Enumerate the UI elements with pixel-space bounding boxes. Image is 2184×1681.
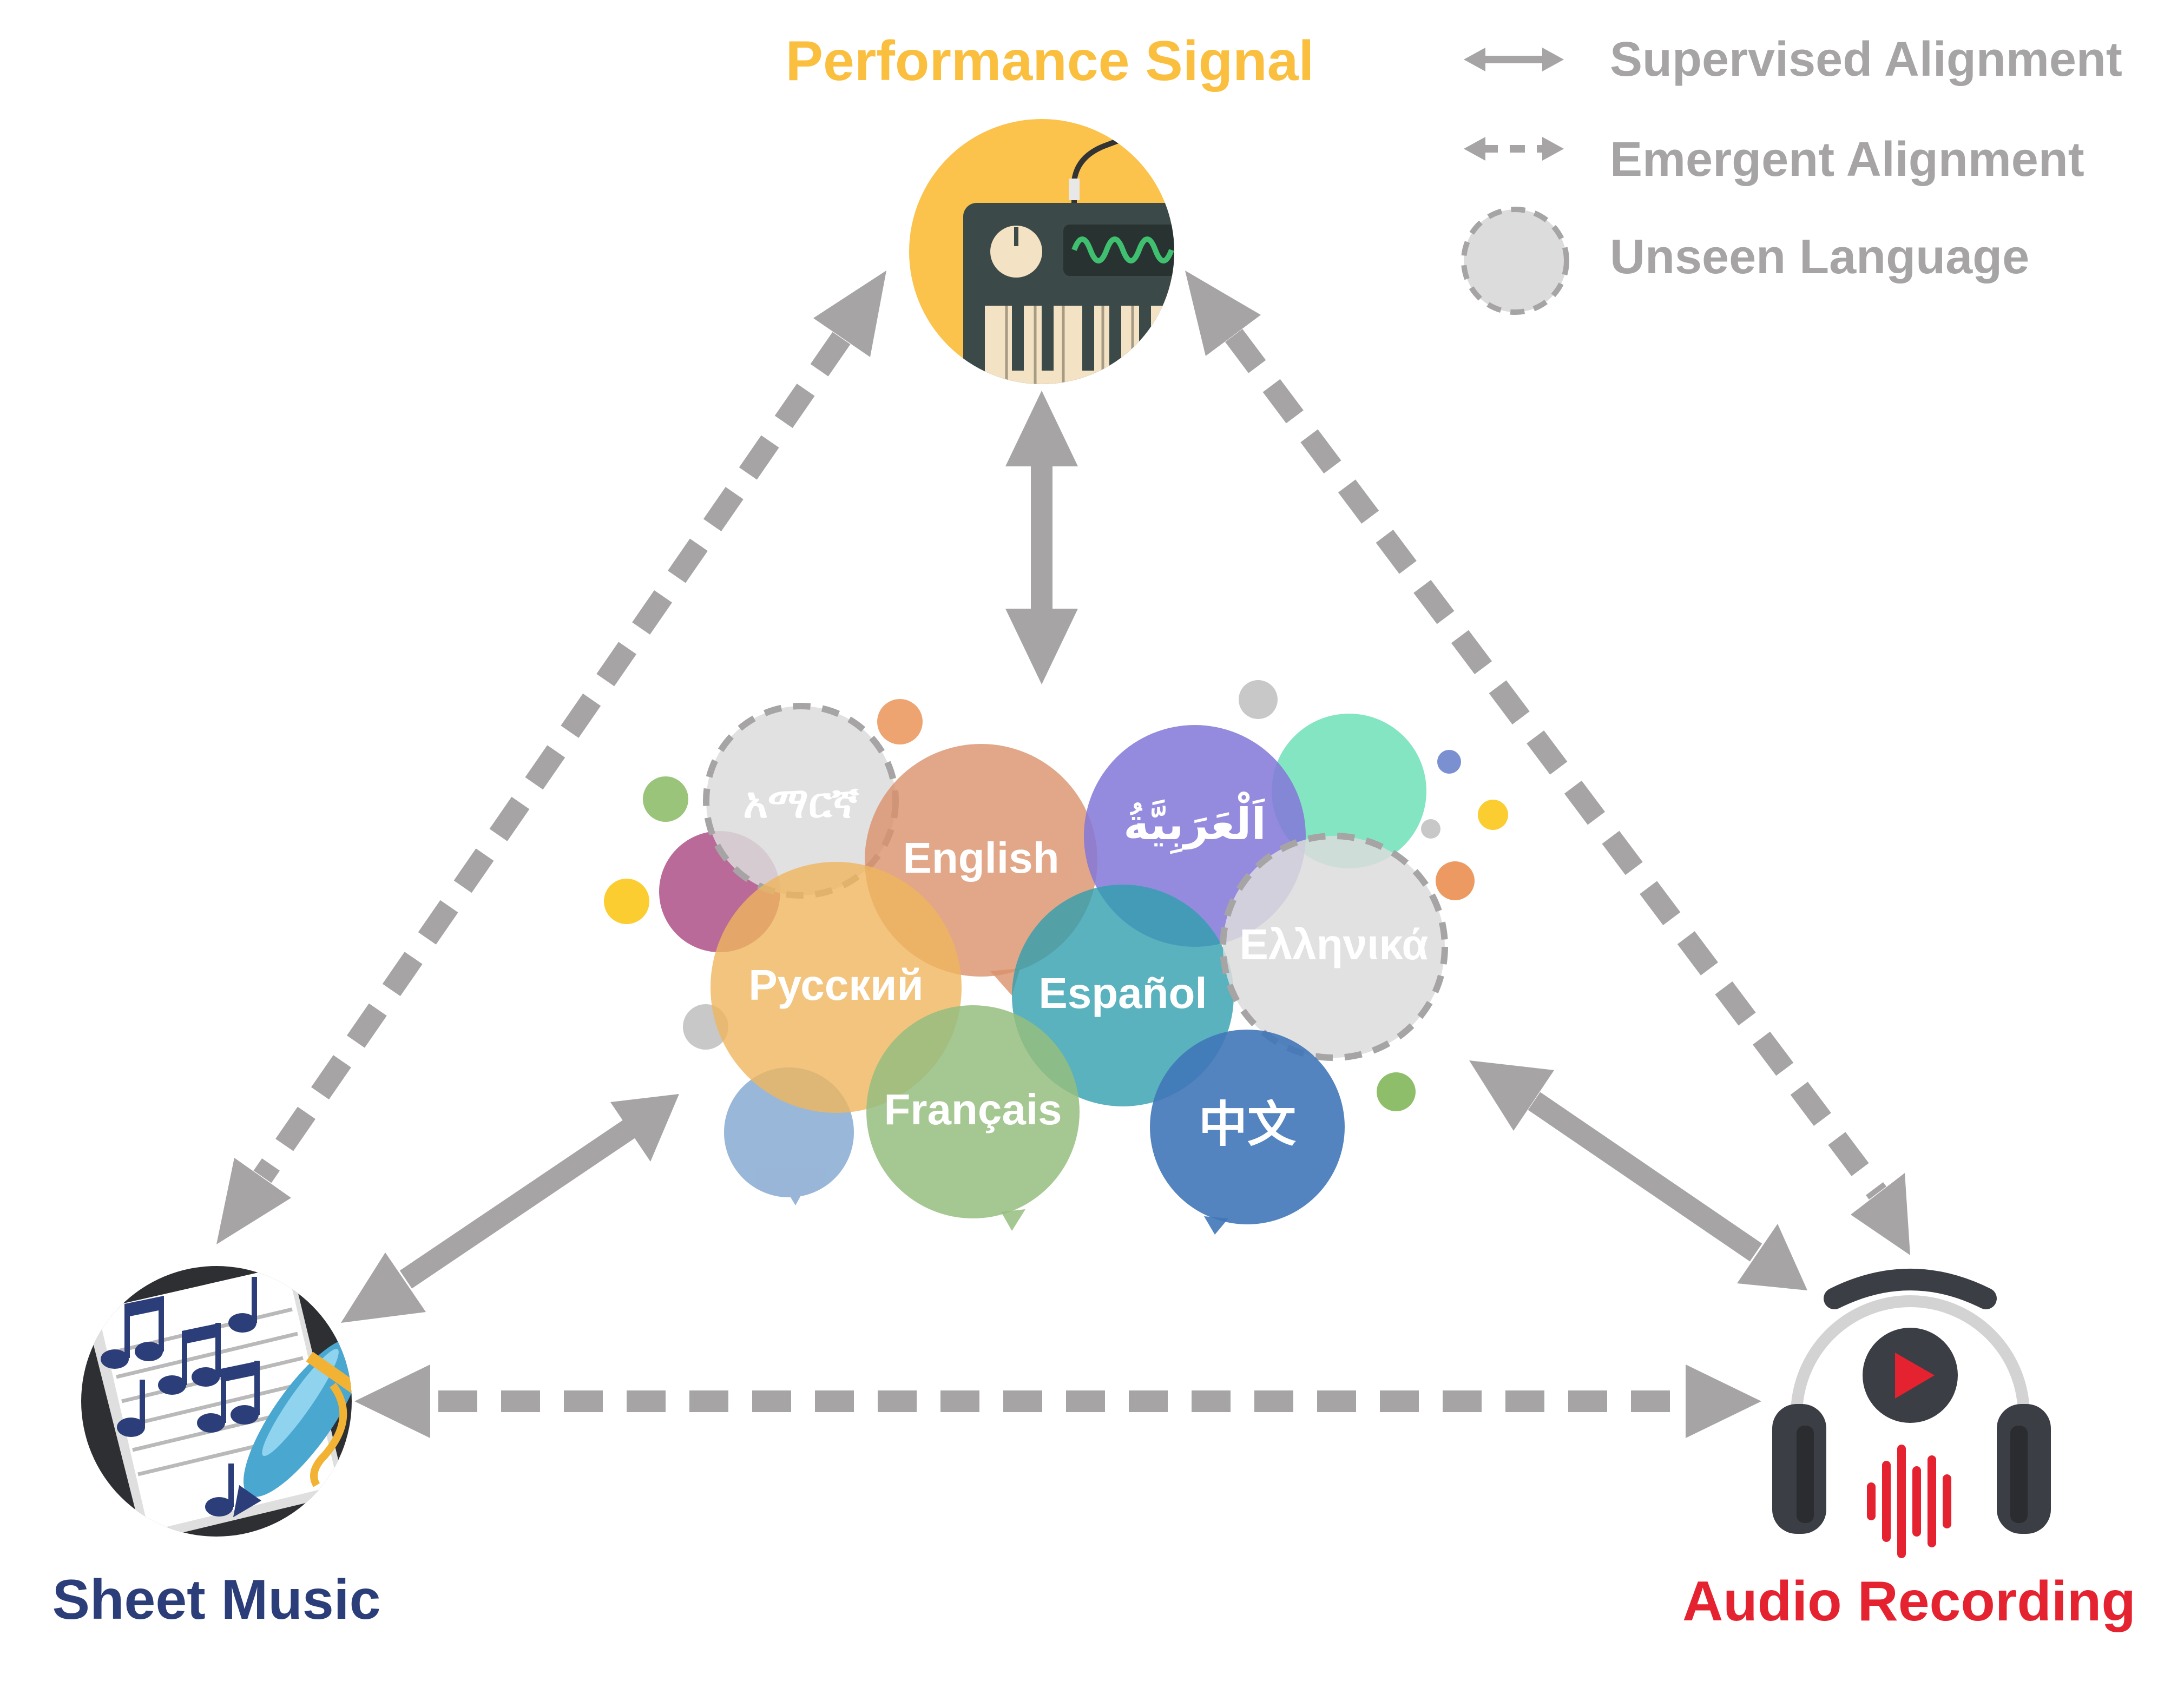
arrow-sheet-languages — [341, 1094, 679, 1323]
decor-dot — [1437, 750, 1461, 774]
sheet-music-icon — [81, 1266, 352, 1537]
arrow-sheet-audio — [354, 1364, 1761, 1438]
language-label: Ελληνικά — [1239, 920, 1428, 968]
language-label: Русский — [748, 961, 923, 1009]
arrow-performance-audio — [1185, 271, 1910, 1255]
audio-recording-label: Audio Recording — [1682, 1570, 2136, 1633]
arrow-performance-sheet — [216, 271, 886, 1244]
synthesizer-icon — [909, 119, 1174, 384]
language-bubble-chinese: 中文 — [1150, 1030, 1345, 1235]
language-label: اَلْعَرَبِيَّةُ — [1123, 792, 1266, 854]
language-label: አማርኛ — [743, 779, 860, 827]
decor-bubble — [1272, 714, 1426, 868]
sheet-music-label: Sheet Music — [52, 1568, 381, 1631]
performance-signal-label: Performance Signal — [786, 30, 1314, 93]
legend-unseen-marker — [1461, 207, 1569, 315]
legend-emergent-label: Emergent Alignment — [1610, 133, 2084, 187]
language-label: Français — [884, 1085, 1062, 1133]
headphones-icon — [1772, 1269, 2051, 1558]
legend: Supervised Alignment Emergent Alignment … — [1461, 32, 2122, 315]
arrow-performance-languages — [1005, 391, 1078, 684]
language-bubble-spanish: Español — [1012, 885, 1234, 1106]
legend-emergent-arrow — [1464, 137, 1564, 161]
language-label: 中文 — [1199, 1098, 1296, 1152]
decor-dot — [1421, 819, 1440, 839]
decor-dot — [1239, 680, 1278, 719]
arrow-languages-audio — [1469, 1060, 1807, 1290]
language-label: English — [903, 834, 1060, 882]
language-label: Español — [1038, 969, 1207, 1017]
decor-dot — [877, 699, 923, 744]
legend-supervised-label: Supervised Alignment — [1610, 32, 2122, 87]
legend-unseen-label: Unseen Language — [1610, 230, 2029, 284]
decor-dot — [1478, 800, 1508, 830]
language-bubble-greek: Ελληνικά — [1220, 833, 1448, 1061]
decor-dot — [1436, 861, 1475, 900]
legend-supervised-arrow — [1464, 48, 1564, 71]
decor-dot — [643, 776, 688, 822]
language-bubble-french: Français — [866, 1005, 1080, 1231]
decor-dot — [1377, 1072, 1416, 1111]
decor-dot — [604, 879, 649, 924]
language-cluster: አማርኛ English اَلْعَرَبِيَّةُ Русский Esp… — [604, 680, 1508, 1235]
